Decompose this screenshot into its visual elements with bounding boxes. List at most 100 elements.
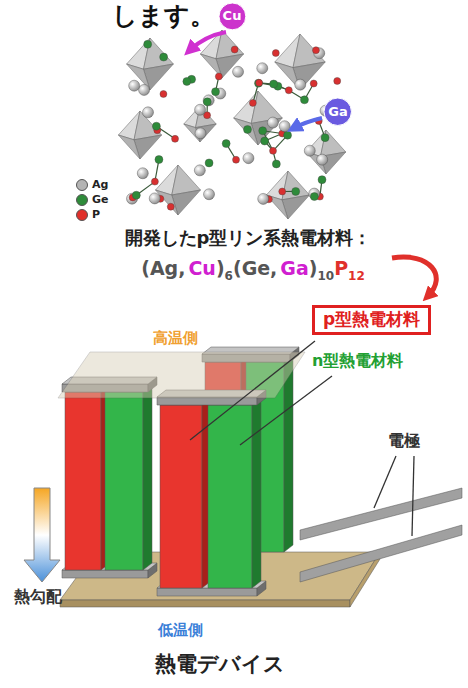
p-leg xyxy=(160,405,202,588)
n-leg xyxy=(143,385,152,570)
highlight-box: p型熱電材料 xyxy=(312,305,431,335)
n-leg xyxy=(105,392,143,570)
element-circle: Ga xyxy=(323,97,352,126)
legend-text: P xyxy=(92,208,100,221)
leader-line xyxy=(412,456,414,536)
electrode xyxy=(157,588,257,596)
atom xyxy=(300,96,308,104)
atom xyxy=(310,80,317,87)
leader-line xyxy=(240,376,332,445)
atom xyxy=(194,165,205,176)
atom xyxy=(261,137,269,145)
chemical-formula: (Ag,Cu)6(Ge,Ga)10P12 xyxy=(141,256,365,284)
octahedron xyxy=(156,190,179,215)
formula-part: ) xyxy=(309,257,318,279)
hot-plate xyxy=(58,352,305,398)
octahedron xyxy=(234,118,258,145)
atom xyxy=(204,189,215,200)
formula-part: ) xyxy=(216,257,225,279)
text-label: 電極 xyxy=(388,432,420,450)
caption: 熱電デバイス xyxy=(155,650,285,678)
atom xyxy=(183,77,191,85)
atom xyxy=(334,77,341,84)
atom xyxy=(132,191,140,199)
atom xyxy=(279,121,290,132)
legend-row: P xyxy=(76,208,100,221)
atom xyxy=(258,193,269,204)
formula-part: P xyxy=(334,257,348,279)
text-label: 熱勾配 xyxy=(14,588,62,606)
atom xyxy=(151,178,158,185)
atom xyxy=(243,125,251,133)
atom xyxy=(233,66,244,77)
atom xyxy=(212,88,220,96)
atom xyxy=(143,107,154,118)
leader-line xyxy=(190,341,315,440)
curved-arrow xyxy=(392,257,436,296)
atom xyxy=(257,63,268,74)
atom xyxy=(137,168,148,179)
atom xyxy=(203,98,211,106)
octahedron xyxy=(118,135,140,159)
formula-part: 10 xyxy=(317,269,334,283)
leader-line xyxy=(374,456,396,508)
atom xyxy=(254,79,262,87)
atom xyxy=(160,53,168,61)
element-circle: Cu xyxy=(218,2,247,31)
atom xyxy=(318,176,326,184)
node-text: p型熱電材料 xyxy=(323,310,420,330)
p-leg xyxy=(65,392,101,570)
atom xyxy=(215,73,222,80)
atom xyxy=(256,79,263,86)
legend-text: Ag xyxy=(92,178,108,191)
formula-part: Cu xyxy=(188,257,215,279)
legend-swatch xyxy=(76,179,88,191)
formula-part: Ga xyxy=(280,257,308,279)
formula-part: (Ag, xyxy=(141,257,185,279)
text-label: 開発したp型リン系熱電材料： xyxy=(125,228,372,248)
formula-part: 12 xyxy=(348,269,365,283)
legend-text: Ge xyxy=(92,193,109,206)
atom xyxy=(139,84,150,95)
atom xyxy=(249,99,256,106)
text-label: 低温側 xyxy=(158,622,203,639)
atom xyxy=(312,47,319,54)
formula-part: (Ge, xyxy=(233,257,277,279)
atom xyxy=(233,156,240,163)
atom xyxy=(144,40,152,48)
atom xyxy=(310,193,318,201)
atom xyxy=(285,87,292,94)
substitution-arrow xyxy=(190,32,226,50)
atom xyxy=(149,193,160,204)
legend-swatch xyxy=(76,209,88,221)
octahedron xyxy=(293,62,325,90)
atom xyxy=(284,131,292,139)
atom xyxy=(205,159,213,167)
atom xyxy=(152,122,160,130)
atom xyxy=(267,117,278,128)
atom xyxy=(270,80,278,88)
text-label: します。 xyxy=(112,2,215,30)
atom xyxy=(231,46,238,53)
atom xyxy=(279,188,286,195)
n-leg xyxy=(252,398,261,588)
substrate xyxy=(60,600,350,607)
atom xyxy=(195,104,206,115)
substitution-arrow xyxy=(294,118,322,128)
formula-part: 6 xyxy=(225,269,233,283)
atom xyxy=(243,153,254,164)
atom xyxy=(295,79,306,90)
atom xyxy=(203,95,214,106)
electrode xyxy=(62,570,148,578)
n-leg xyxy=(208,405,252,588)
atom xyxy=(304,145,315,156)
node-text: Ga xyxy=(328,105,347,120)
node-text: Cu xyxy=(223,9,242,24)
n-leg xyxy=(284,355,293,552)
atom xyxy=(195,128,206,139)
legend-row: Ge xyxy=(76,193,109,206)
atom xyxy=(160,91,167,98)
text-label: n型熱電材料 xyxy=(312,352,403,370)
